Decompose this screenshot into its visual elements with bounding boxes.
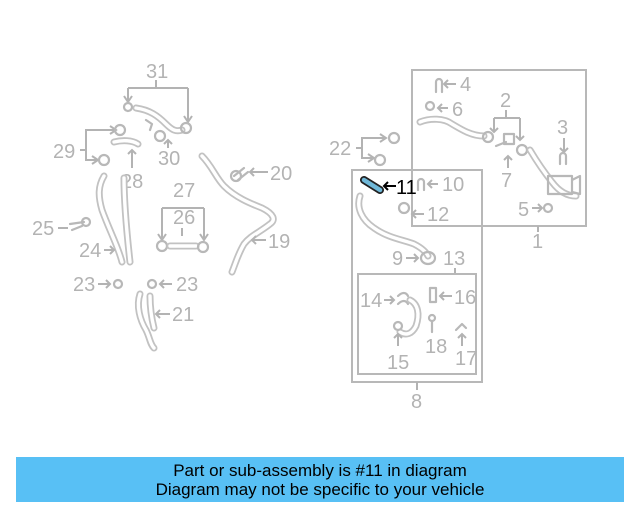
part-hose-31 xyxy=(122,101,193,135)
part-hose-box8 xyxy=(355,192,432,260)
part-bolt-18 xyxy=(427,313,437,334)
callout-23-left[interactable]: 23 xyxy=(73,274,95,296)
part-clamp-29a xyxy=(113,123,127,137)
callout-5[interactable]: 5 xyxy=(518,199,529,221)
part-clip-10 xyxy=(416,177,438,192)
callout-31[interactable]: 31 xyxy=(146,61,168,83)
callout-14[interactable]: 14 xyxy=(360,290,382,312)
callout-17[interactable]: 17 xyxy=(455,348,477,370)
part-hose-28 xyxy=(110,137,142,168)
leader-29 xyxy=(80,125,118,165)
part-housing-box1 xyxy=(526,146,582,200)
part-oring-9 xyxy=(406,250,437,266)
callout-7[interactable]: 7 xyxy=(501,170,512,192)
leader-2 xyxy=(489,110,525,142)
part-hose-26 xyxy=(155,239,210,254)
group-box-1 xyxy=(411,69,587,227)
part-pipe-21 xyxy=(134,290,170,352)
part-hose-11-highlighted[interactable] xyxy=(360,176,384,194)
part-clip-3 xyxy=(558,138,569,166)
info-banner: Part or sub-assembly is #11 in diagram D… xyxy=(16,457,624,502)
callout-12[interactable]: 12 xyxy=(427,204,449,226)
part-clamp-23b xyxy=(146,278,172,290)
banner-line-2: Diagram may not be specific to your vehi… xyxy=(155,480,485,499)
part-clip-15 xyxy=(392,320,404,346)
part-pipe-19 xyxy=(198,152,277,276)
callout-8[interactable]: 8 xyxy=(411,391,422,413)
callout-24[interactable]: 24 xyxy=(79,240,101,262)
part-clip-4 xyxy=(434,77,456,94)
callout-20[interactable]: 20 xyxy=(270,163,292,185)
group-box-13 xyxy=(357,273,477,375)
callout-11[interactable]: 11 xyxy=(396,177,417,199)
part-clamp-30 xyxy=(153,129,173,148)
part-clamp-6 xyxy=(424,100,448,113)
callout-2[interactable]: 2 xyxy=(500,90,511,112)
leader-22 xyxy=(356,131,401,167)
callout-19[interactable]: 19 xyxy=(268,231,290,253)
banner-line-1: Part or sub-assembly is #11 in diagram xyxy=(173,461,467,480)
callout-22[interactable]: 22 xyxy=(329,138,351,160)
callout-29[interactable]: 29 xyxy=(53,141,75,163)
callout-21[interactable]: 21 xyxy=(172,304,194,326)
callout-9[interactable]: 9 xyxy=(392,248,403,270)
part-sensor-16 xyxy=(428,286,452,304)
part-hose-14 xyxy=(384,291,422,338)
callout-27[interactable]: 27 xyxy=(173,180,195,202)
callout-25[interactable]: 25 xyxy=(32,218,54,240)
callout-16[interactable]: 16 xyxy=(454,287,476,309)
callout-15[interactable]: 15 xyxy=(387,352,409,374)
part-clamp-23a xyxy=(98,278,124,290)
callout-4[interactable]: 4 xyxy=(460,74,471,96)
part-hose-box1 xyxy=(416,115,495,144)
callout-30[interactable]: 30 xyxy=(158,148,180,170)
part-bolt-25 xyxy=(58,216,92,232)
part-pipe-24 xyxy=(95,172,134,266)
part-bolt-20 xyxy=(229,166,268,183)
callout-26[interactable]: 26 xyxy=(173,207,195,229)
callout-13[interactable]: 13 xyxy=(443,248,465,270)
callout-23-right[interactable]: 23 xyxy=(176,274,198,296)
callout-3[interactable]: 3 xyxy=(557,117,568,139)
part-clip-17 xyxy=(454,322,468,346)
part-clamp-29b xyxy=(97,153,111,167)
part-clamp-12 xyxy=(397,201,424,219)
callout-10[interactable]: 10 xyxy=(442,174,464,196)
callout-1[interactable]: 1 xyxy=(532,231,543,253)
callout-18[interactable]: 18 xyxy=(425,336,447,358)
callout-6[interactable]: 6 xyxy=(452,99,463,121)
part-oring-5 xyxy=(532,202,554,214)
